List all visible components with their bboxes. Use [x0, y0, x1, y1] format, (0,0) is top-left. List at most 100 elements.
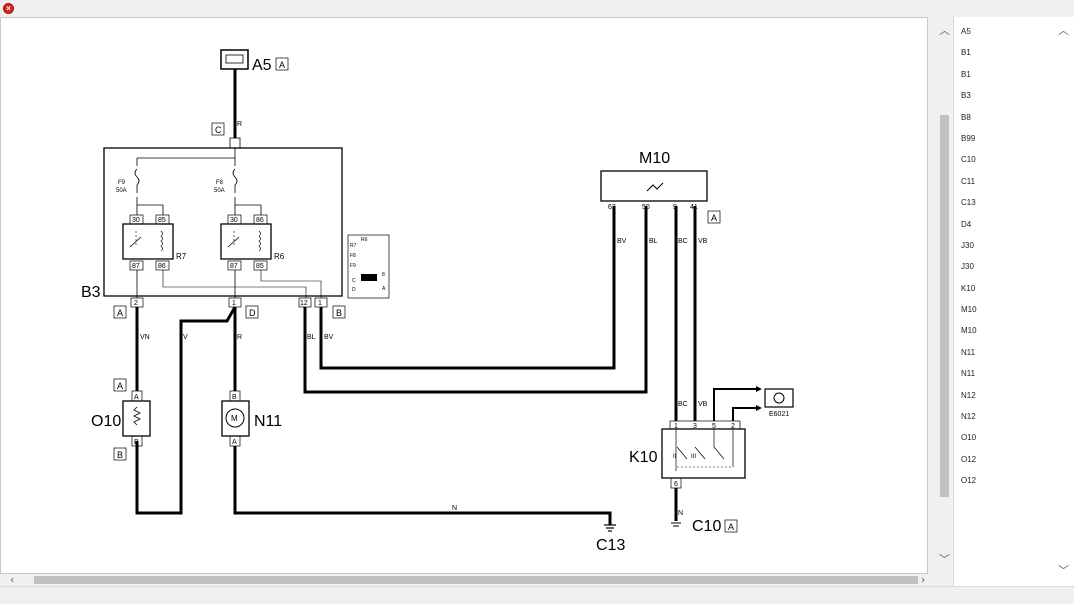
close-icon[interactable]: × — [3, 3, 14, 14]
relay-r6-label: R6 — [274, 252, 285, 261]
component-list-item[interactable]: C11 — [961, 176, 976, 186]
relay-r7-label: R7 — [176, 252, 187, 261]
pin-label: 30 — [132, 217, 140, 224]
legend-item: A — [382, 286, 386, 292]
tag-b3-a: A — [117, 308, 123, 318]
wire-label: BL — [307, 334, 316, 341]
component-list-item[interactable]: O12 — [961, 476, 977, 486]
vertical-scroll-thumb[interactable] — [940, 115, 949, 497]
wire-label: BL — [649, 238, 658, 245]
legend-item: D — [352, 287, 356, 293]
wire-label: N — [452, 505, 457, 512]
component-list-item[interactable]: N11 — [961, 369, 976, 379]
tag-d: D — [249, 308, 256, 318]
component-list-item[interactable]: B1 — [961, 69, 971, 79]
wire-label: VN — [140, 334, 150, 341]
component-list-item[interactable]: D4 — [961, 219, 972, 229]
k10-position: II — [673, 454, 677, 460]
pin-label: 5 — [712, 423, 716, 430]
pin-label: 2 — [134, 300, 138, 307]
wire-label: R — [237, 121, 242, 128]
tag-c: C — [215, 125, 222, 135]
relay-r7[interactable] — [122, 223, 174, 260]
scroll-up-icon[interactable]: ︿ — [939, 24, 950, 37]
wire-label: V — [183, 334, 188, 341]
component-list-item[interactable]: K10 — [961, 283, 976, 293]
legend-title: R6 — [361, 237, 368, 243]
wire-label: BC — [678, 238, 688, 245]
pin-label: 9 — [673, 204, 677, 211]
legend-item: F8 — [350, 253, 356, 259]
pin-label: 2 — [731, 423, 735, 430]
component-list-item[interactable]: N11 — [961, 347, 976, 357]
pin-label: 1 — [232, 300, 236, 307]
k10-position: III — [691, 454, 696, 460]
tag-o10-b: B — [117, 450, 123, 460]
diagram-canvas: A5 B3 M10 O10 N11 K10 C10 C13 E6021 A C … — [0, 17, 928, 574]
tag-m10: A — [711, 213, 717, 223]
component-list-item[interactable]: M10 — [961, 326, 977, 336]
component-list-item[interactable]: O10 — [961, 433, 977, 443]
component-list-item[interactable]: C10 — [961, 155, 976, 165]
tag-a5: A — [279, 60, 285, 70]
component-list-item[interactable]: B1 — [961, 48, 971, 58]
b3-fuse-box[interactable] — [103, 147, 343, 297]
tag-o10-a: A — [117, 381, 123, 391]
n11-label: N11 — [254, 413, 282, 430]
legend-item: R7 — [350, 243, 357, 249]
pin-label: A — [232, 439, 237, 446]
tag-b3-b: B — [336, 308, 342, 318]
component-list-item[interactable]: N12 — [961, 412, 976, 422]
list-scroll-down-icon[interactable]: ﹀ — [1058, 564, 1069, 577]
component-list-item[interactable]: M10 — [961, 305, 977, 315]
b3-label: B3 — [81, 284, 101, 301]
fuse-f8-rating: 50A — [214, 188, 225, 194]
scroll-left-icon[interactable]: ‹ — [10, 573, 15, 586]
fuse-f9-label: F9 — [118, 180, 126, 186]
wire-label: BV — [617, 238, 627, 245]
fuse-f9-rating: 50A — [116, 188, 127, 194]
component-list-item[interactable]: B99 — [961, 133, 976, 143]
wire-label: R — [237, 334, 242, 341]
e6021-connector[interactable] — [764, 388, 794, 408]
pin-label: 85 — [256, 263, 264, 270]
pin-label: 30 — [230, 217, 238, 224]
legend-item: C — [352, 278, 356, 284]
pin-label: 41 — [690, 204, 698, 211]
component-list-item[interactable]: J30 — [961, 262, 974, 272]
component-list-item[interactable]: B8 — [961, 112, 971, 122]
pin-label: B — [232, 394, 237, 401]
m10-label: M10 — [639, 150, 670, 167]
horizontal-scroll-thumb[interactable] — [34, 576, 918, 584]
legend-item: F9 — [350, 263, 356, 269]
component-list-item[interactable]: B3 — [961, 91, 971, 101]
component-list-item[interactable]: C13 — [961, 198, 976, 208]
scroll-down-icon[interactable]: ﹀ — [939, 553, 950, 566]
horizontal-scrollbar[interactable]: ‹ › — [0, 574, 936, 586]
scroll-right-icon[interactable]: › — [921, 573, 926, 586]
pin-label: 87 — [132, 263, 140, 270]
wire-label: BV — [324, 334, 334, 341]
component-list-item[interactable]: A5 — [961, 27, 971, 36]
vertical-scrollbar[interactable]: ︿ ﹀ — [936, 17, 953, 574]
battery-icon[interactable] — [220, 49, 249, 70]
component-list-item[interactable]: O12 — [961, 454, 977, 464]
fuse-f8-label: F8 — [216, 180, 224, 186]
pin-label: 86 — [158, 263, 166, 270]
pin-label: B — [134, 439, 139, 446]
list-scroll-up-icon[interactable]: ︿ — [1058, 24, 1069, 37]
component-list-item[interactable]: J30 — [961, 240, 974, 250]
o10-label: O10 — [91, 413, 121, 430]
component-list-item[interactable]: N12 — [961, 390, 976, 400]
o10-component[interactable] — [122, 400, 151, 437]
pin-label: 50 — [642, 204, 650, 211]
pin-label: 62 — [608, 204, 616, 211]
c13-label: C13 — [596, 537, 625, 554]
relay-r6[interactable] — [220, 223, 272, 260]
status-bar — [0, 586, 1074, 604]
pin-label: A — [134, 394, 139, 401]
c10-label: C10 — [692, 518, 721, 535]
pin-label: 1 — [674, 423, 678, 430]
a5-label: A5 — [252, 57, 272, 74]
